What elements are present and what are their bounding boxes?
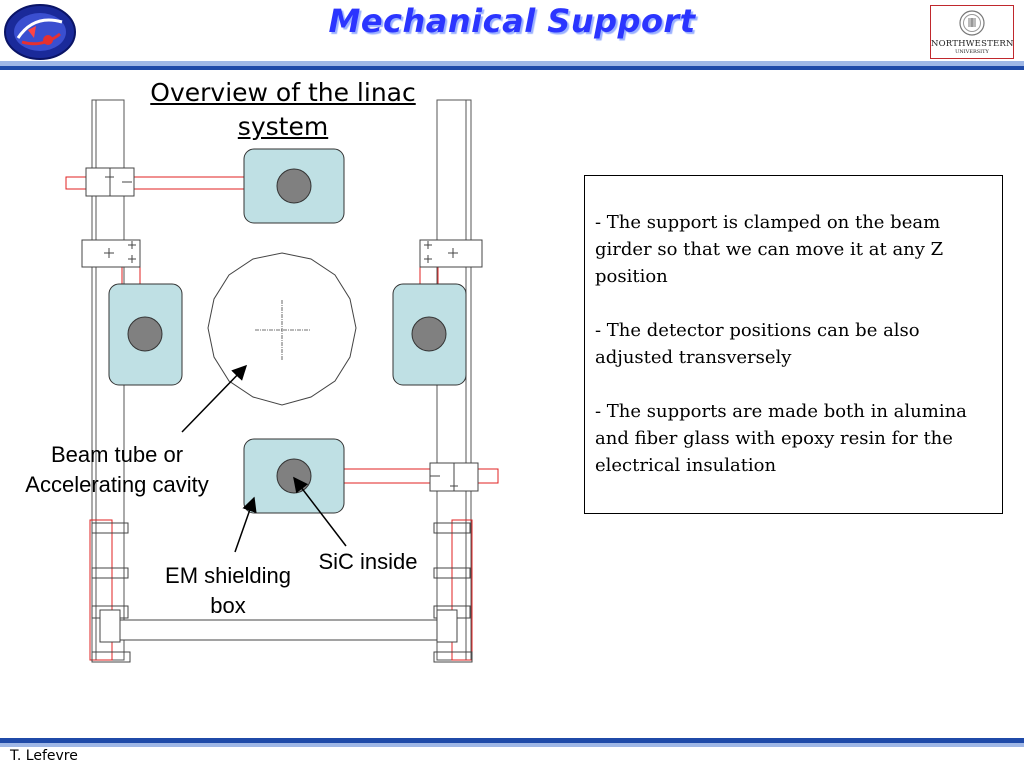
beam-tube-arrow (181, 364, 248, 433)
left-top-clamp (85, 167, 135, 197)
northwestern-logo-text: NORTHWESTERN (931, 39, 1014, 49)
em-shielding-label-line1: EM shielding (165, 563, 291, 588)
em-shielding-box-top (243, 148, 345, 224)
header-band-dark (0, 66, 1024, 70)
beam-tube-label-line2: Accelerating cavity (25, 472, 209, 497)
em-shielding-arrow (234, 496, 257, 553)
description-paragraph-2: - The detector positions can be also adj… (595, 320, 920, 368)
description-paragraph-3: - The supports are made both in alumina … (595, 401, 967, 476)
footer-author: T. Lefevre (10, 748, 78, 764)
footer-band-light (0, 743, 1024, 747)
header-band (0, 61, 1024, 66)
description-paragraph-1: - The support is clamped on the beam gir… (595, 212, 944, 287)
em-shielding-box-left (108, 283, 183, 386)
beam-tube-crosshair (255, 300, 310, 360)
right-bottom-clamp (429, 462, 479, 492)
slide-title: Mechanical Support (328, 2, 696, 40)
ctf3-logo-icon (4, 4, 76, 60)
footer-band (0, 738, 1024, 743)
description-textbox: - The support is clamped on the beam gir… (584, 175, 1003, 514)
em-shielding-label-line2: box (210, 593, 246, 618)
base-cross-bar (99, 609, 458, 643)
em-shielding-label: EM shielding box (140, 561, 316, 621)
northwestern-seal-icon (959, 10, 985, 36)
em-shielding-box-right (392, 283, 467, 386)
beam-tube-label-line1: Beam tube or (50, 442, 184, 467)
em-shielding-box-bottom (243, 438, 345, 514)
right-mid-clamp (419, 239, 483, 268)
diagram-subtitle: Overview of the linac system (150, 78, 416, 141)
left-mid-clamp (81, 239, 141, 268)
northwestern-logo-subtext: UNIVERSITY (955, 49, 989, 55)
northwestern-logo: NORTHWESTERN UNIVERSITY (930, 5, 1014, 59)
beam-tube-label: Beam tube or Accelerating cavity (2, 440, 232, 500)
sic-inside-label: SiC inside (318, 549, 418, 574)
sic-inside-arrow (293, 476, 347, 547)
